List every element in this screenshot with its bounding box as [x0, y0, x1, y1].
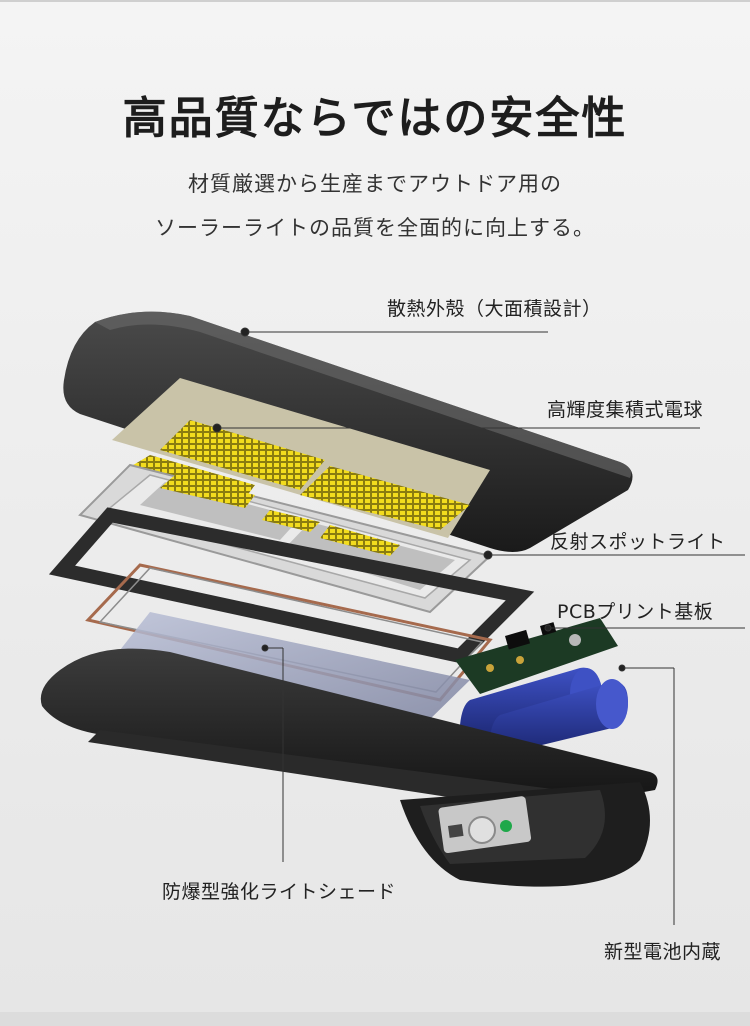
subtitle-line-2: ソーラーライトの品質を全面的に向上する。 — [155, 216, 595, 240]
glass-shade-panel — [120, 612, 470, 724]
callout-battery: 新型電池内蔵 — [604, 941, 722, 963]
subtitle-line-1: 材質厳選から生産までアウトドア用の — [188, 172, 562, 196]
callout-housing: 散熱外殻（大面積設計） — [387, 298, 602, 320]
base-housing — [40, 648, 658, 887]
bottom-band — [0, 1012, 750, 1026]
sealing-gasket — [48, 507, 535, 664]
page-title: 高品質ならではの安全性 — [122, 93, 628, 144]
callout-shade: 防爆型強化ライトシェード — [162, 881, 397, 903]
callout-led: 高輝度集積式電球 — [547, 399, 704, 421]
top-divider — [0, 0, 750, 2]
callout-pcb: PCBプリント基板 — [557, 601, 714, 623]
battery-pack — [460, 667, 628, 755]
callout-reflector: 反射スポットライト — [550, 531, 726, 553]
leader-lines — [212, 327, 745, 925]
